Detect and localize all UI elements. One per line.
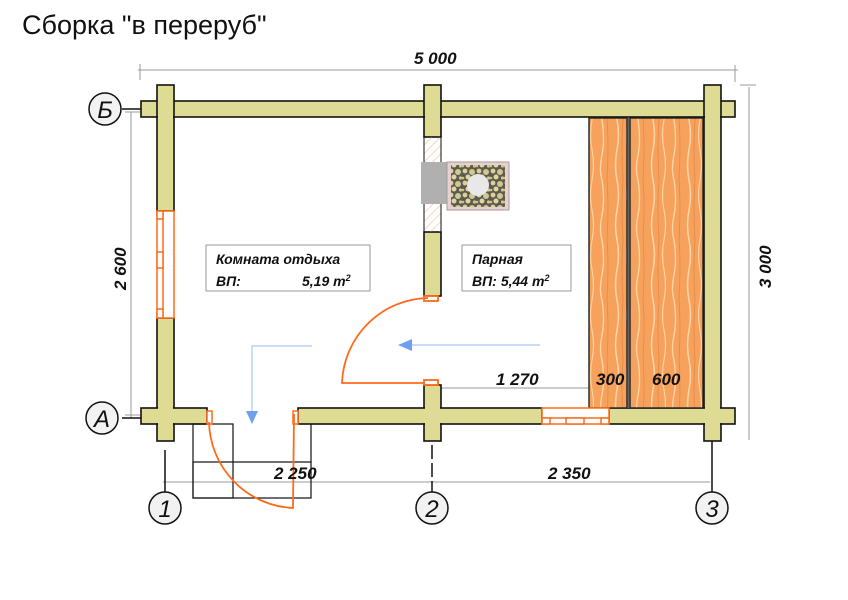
left-window — [156, 210, 175, 319]
room-area-value: 5,19 m2 — [302, 273, 351, 289]
dim-shelf-300: 300 — [596, 370, 625, 389]
wall-post — [423, 423, 442, 442]
wall-left-lower — [156, 317, 175, 409]
shelf-300 — [588, 117, 628, 409]
wall-bottom-middle — [297, 407, 543, 425]
axis-circle-a — [85, 401, 119, 435]
stove-tank — [467, 174, 489, 196]
dim-left-height: 2 600 — [111, 247, 130, 291]
axis-label-1: 1 — [158, 496, 171, 523]
wall-post — [156, 423, 175, 442]
axis-circle-2 — [415, 491, 449, 525]
dim-steam-room: 1 270 — [496, 370, 539, 389]
dim-right-height: 3 000 — [756, 245, 775, 288]
dim-overall-width: 5 000 — [414, 49, 457, 68]
room-label-steam: Парная ВП:5,44 m2 — [461, 244, 572, 292]
axis-label-b: Б — [97, 97, 113, 124]
shelf-600 — [629, 117, 704, 409]
entrance-door — [192, 410, 312, 509]
room-name: Комната отдыха — [216, 251, 340, 267]
shelves — [588, 117, 704, 409]
stove — [421, 136, 510, 233]
axis-label-a: А — [92, 406, 110, 433]
stove-firebox — [421, 162, 447, 204]
wall-left-upper — [156, 116, 175, 212]
dim-shelf-600: 600 — [652, 370, 681, 389]
room-area-label: ВП: — [216, 273, 241, 289]
wall-joins — [158, 102, 720, 425]
axis-label-2: 2 — [424, 496, 438, 523]
flow-arrows — [246, 339, 540, 424]
axis-markers — [85, 92, 729, 525]
wall-right — [703, 116, 722, 409]
dim-right-span: 2 350 — [547, 464, 591, 483]
partition-upper — [423, 116, 442, 138]
bottom-window — [541, 407, 610, 425]
room-name: Парная — [472, 251, 523, 267]
partition-middle — [423, 231, 442, 297]
flow-arrow-exit — [251, 345, 312, 412]
page-title: Сборка "в переруб" — [22, 10, 267, 40]
partition-lower — [423, 384, 442, 409]
steam-room-door — [341, 295, 439, 386]
room-area: ВП:5,44 m2 — [472, 273, 549, 289]
axis-circle-3 — [695, 491, 729, 525]
wall-bottom-left — [140, 407, 208, 425]
axis-circle-1 — [148, 491, 182, 525]
room-label-rest: Комната отдыха ВП: 5,19 m2 — [205, 244, 371, 292]
wall-post — [703, 423, 722, 442]
axis-label-3: 3 — [705, 496, 719, 523]
dim-left-span: 2 250 — [273, 464, 317, 483]
axis-circle-b — [88, 92, 122, 126]
